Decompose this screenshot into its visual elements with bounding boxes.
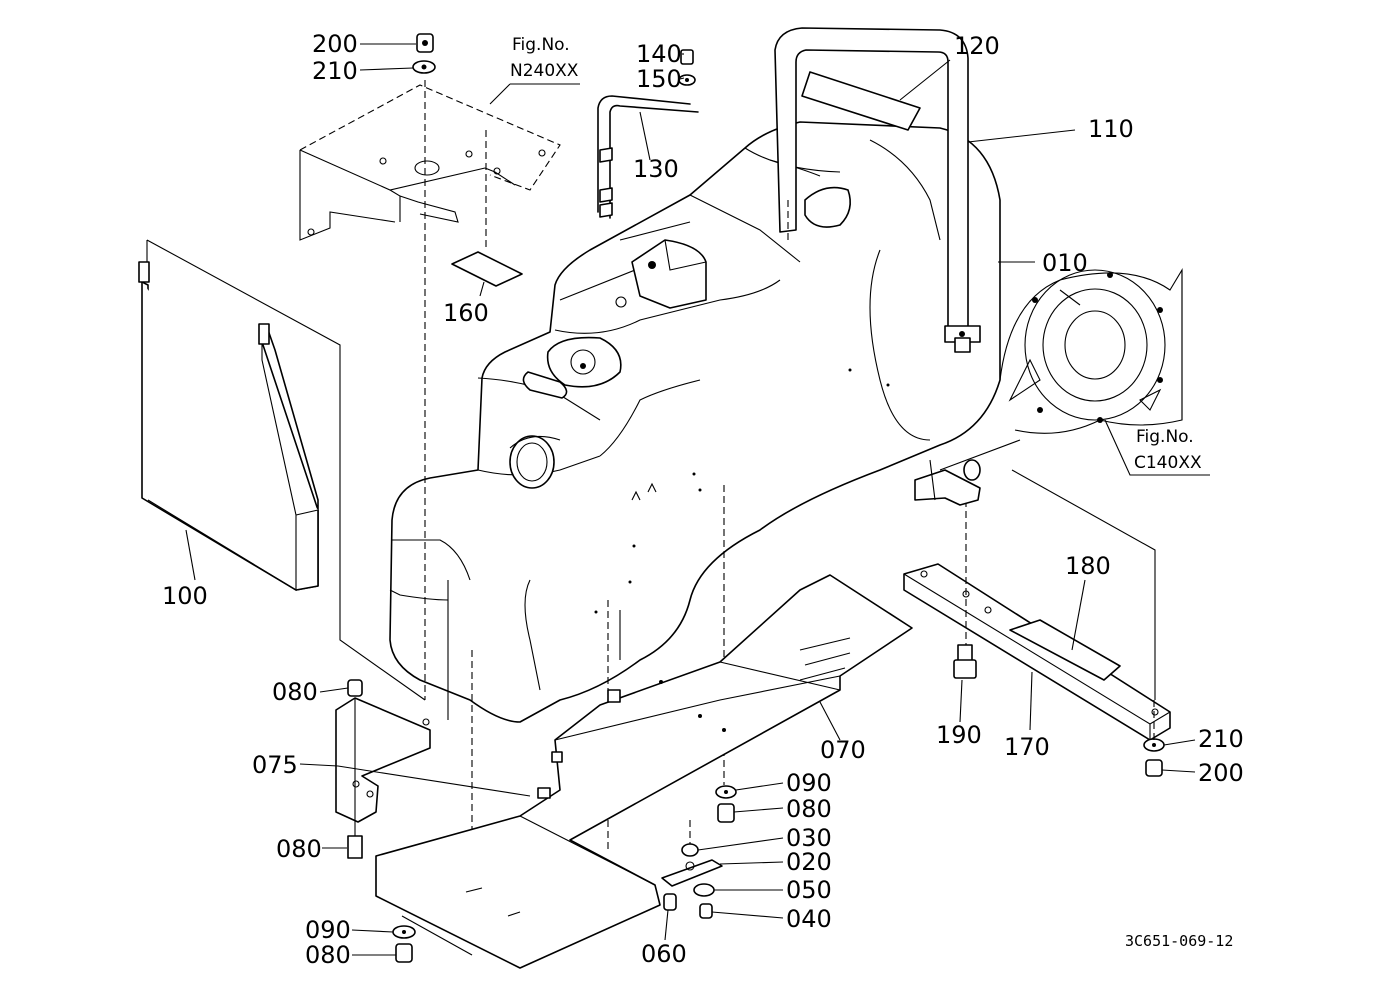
callout-110: 110 [1088,115,1134,143]
callout-040: 040 [786,905,832,933]
shield-100 [138,239,426,701]
nut-200-lower [1143,700,1165,777]
callout-080-b: 080 [276,835,322,863]
callout-150: 150 [636,65,682,93]
drawing-code: 3C651-069-12 [1125,932,1233,950]
fuel-tank-010 [389,121,1001,723]
mounting-bracket-upper [299,84,561,241]
callout-090-a: 090 [786,769,832,797]
callout-200-lower: 200 [1198,759,1244,787]
callout-060: 060 [641,940,687,968]
callout-120: 120 [954,32,1000,60]
fig-ref-label-top: Fig.No. [512,35,570,55]
callout-140: 140 [636,40,682,68]
bracket-130 [597,95,699,219]
tray-070 [375,574,913,969]
callout-160: 160 [443,299,489,327]
callout-075: 075 [252,751,298,779]
fig-ref-label-right: Fig.No. [1136,427,1194,447]
callout-090-b: 090 [305,916,351,944]
callout-030: 030 [786,824,832,852]
callout-080-a: 080 [272,678,318,706]
callout-080-d: 080 [305,941,351,969]
rail-170 [903,563,1171,741]
leader-lines [185,43,1210,956]
callout-050: 050 [786,876,832,904]
bracket-075 [335,679,431,859]
callout-080-c: 080 [786,795,832,823]
nut-200-upper [412,33,436,74]
clip [914,439,1021,506]
flywheel-housing [999,268,1183,434]
callout-170: 170 [1004,733,1050,761]
callout-180: 180 [1065,552,1111,580]
callout-070: 070 [820,736,866,764]
callout-020: 020 [786,848,832,876]
callout-labels: 200 210 140 150 130 120 110 010 160 100 … [162,30,1244,969]
label-plate-120 [801,71,921,131]
callout-210: 210 [312,57,358,85]
pad-180 [1009,619,1121,681]
callout-210-lower: 210 [1198,725,1244,753]
pad-160 [451,251,523,287]
fig-ref-code-right: C140XX [1134,453,1202,473]
callout-100: 100 [162,582,208,610]
callout-200: 200 [312,30,358,58]
callout-010: 010 [1042,249,1088,277]
callout-190: 190 [936,721,982,749]
figure-references: Fig.No. N240XX Fig.No. C140XX [510,35,1202,473]
bolt-190 [953,500,977,679]
callout-130: 130 [633,155,679,183]
hardware-cluster [392,785,737,963]
fig-ref-code-top: N240XX [510,61,579,81]
